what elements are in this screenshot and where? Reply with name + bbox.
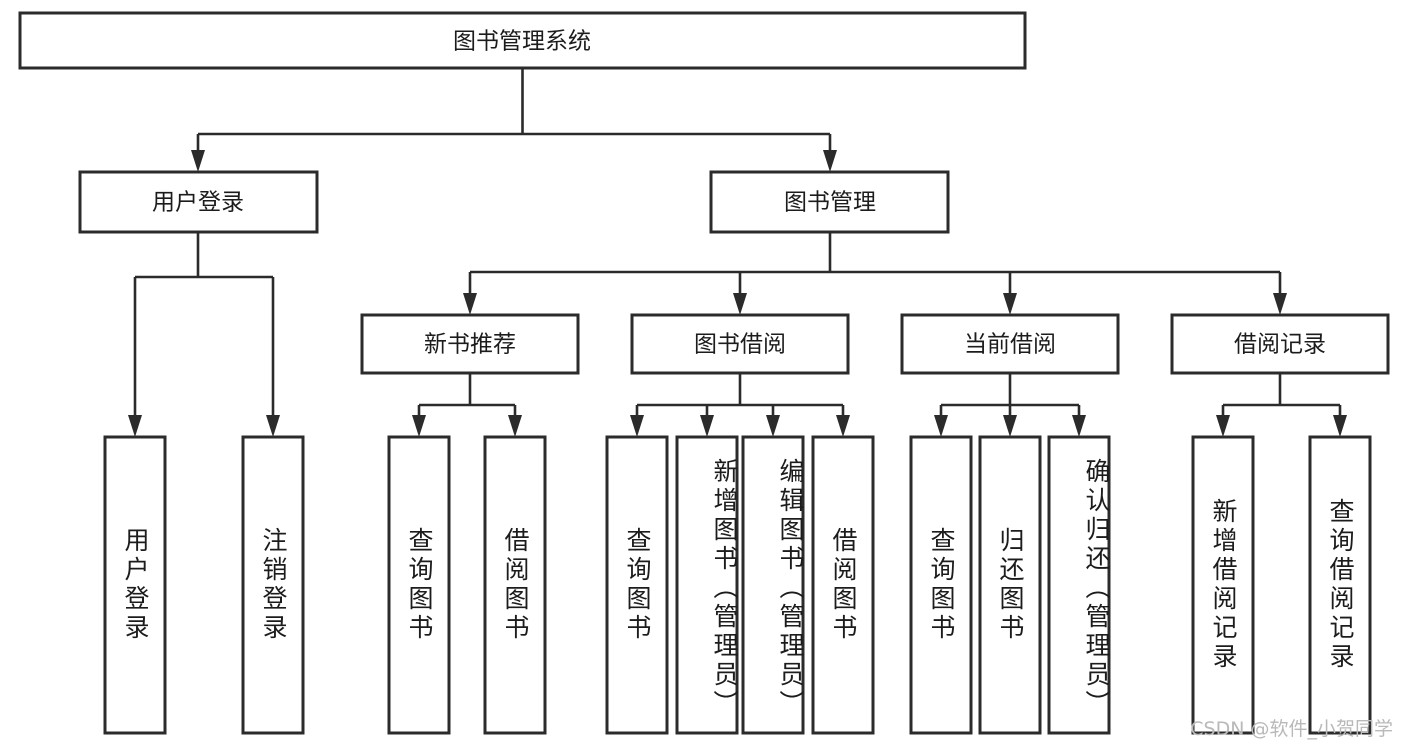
node-box-leaf-edit-book[interactable]	[741, 435, 805, 735]
node-box-new-book-rec[interactable]	[360, 313, 580, 375]
node-box-leaf-query-book-1[interactable]	[387, 435, 451, 735]
leaf-label-borrow-book-1: 借阅图书	[501, 527, 530, 643]
leaf-label-confirm-return: 确认归还（管理员）	[1082, 457, 1111, 719]
leaf-label-edit-book: 编辑图书（管理员）	[776, 457, 805, 719]
leaf-label-add-book: 新增图书（管理员）	[710, 457, 739, 719]
leaf-label-borrow-book-2: 借阅图书	[829, 527, 858, 643]
node-label-borrow-record: 借阅记录	[1234, 332, 1326, 358]
node-label-user-login: 用户登录	[152, 190, 244, 216]
arrowhead-leaf-edit-book	[766, 415, 780, 437]
arrowhead-currentborrow	[1003, 293, 1017, 315]
arrowhead-bookborrow	[733, 293, 747, 315]
node-box-leaf-borrow-book-1[interactable]	[483, 435, 547, 735]
node-box-leaf-return-book[interactable]	[978, 435, 1042, 735]
arrowhead-leaf-query-book-2	[630, 415, 644, 437]
node-box-book-borrow[interactable]	[630, 313, 850, 375]
arrowhead-user-login	[191, 150, 205, 172]
node-box-book-manage[interactable]	[709, 170, 950, 234]
node-label-new-book-rec: 新书推荐	[424, 332, 516, 358]
node-box-root[interactable]	[18, 11, 1027, 70]
node-box-leaf-query-book-3[interactable]	[909, 435, 973, 735]
arrowhead-leaf-user-login	[128, 415, 142, 437]
node-label-book-borrow: 图书借阅	[694, 332, 786, 358]
leaf-label-query-record: 查询借阅记录	[1326, 498, 1355, 672]
node-label-current-borrow: 当前借阅	[964, 332, 1056, 358]
node-box-leaf-confirm-return[interactable]	[1047, 435, 1111, 735]
leaf-label-logout: 注销登录	[259, 527, 288, 643]
arrowhead-leaf-add-book	[700, 415, 714, 437]
node-box-leaf-query-book-2[interactable]	[605, 435, 669, 735]
connector-layer	[128, 68, 1347, 437]
arrowhead-leaf-add-record	[1216, 415, 1230, 437]
arrowhead-leaf-query-book-3	[934, 415, 948, 437]
arrowhead-leaf-query-record	[1333, 415, 1347, 437]
arrowhead-leaf-query-book-1	[412, 415, 426, 437]
leaf-label-query-book-3: 查询图书	[927, 527, 956, 643]
leaf-label-add-record: 新增借阅记录	[1209, 498, 1238, 672]
node-box-borrow-record[interactable]	[1170, 313, 1390, 375]
leaf-label-user-login: 用户登录	[121, 527, 150, 643]
arrowhead-leaf-logout	[266, 415, 280, 437]
node-box-user-login[interactable]	[78, 170, 319, 234]
node-box-leaf-user-login[interactable]	[103, 435, 167, 735]
arrowhead-leaf-borrow-book-1	[508, 415, 522, 437]
leaf-label-query-book-1: 查询图书	[405, 527, 434, 643]
watermark-text: CSDN @软件_小贺同学	[1190, 718, 1393, 740]
leaf-label-query-book-2: 查询图书	[623, 527, 652, 643]
node-box-leaf-query-record[interactable]	[1308, 435, 1372, 735]
arrowhead-leaf-borrow-book-2	[836, 415, 850, 437]
node-label-root: 图书管理系统	[453, 29, 591, 55]
node-box-leaf-logout[interactable]	[241, 435, 305, 735]
node-box-current-borrow[interactable]	[900, 313, 1120, 375]
node-box-leaf-add-book[interactable]	[675, 435, 739, 735]
arrowhead-leaf-return-book	[1003, 415, 1017, 437]
arrowhead-leaf-confirm-return	[1072, 415, 1086, 437]
node-box-leaf-add-record[interactable]	[1191, 435, 1255, 735]
node-label-book-manage: 图书管理	[784, 190, 876, 216]
node-box-leaf-borrow-book-2[interactable]	[811, 435, 875, 735]
arrowhead-borrowrecord	[1273, 293, 1287, 315]
arrowhead-newbook	[463, 293, 477, 315]
leaf-label-return-book: 归还图书	[996, 527, 1025, 643]
node-layer: 图书管理系统 用户登录 图书管理 新书推荐 图书借阅 当前借阅 借阅记录	[18, 11, 1390, 735]
arrowhead-book-manage	[823, 150, 837, 172]
